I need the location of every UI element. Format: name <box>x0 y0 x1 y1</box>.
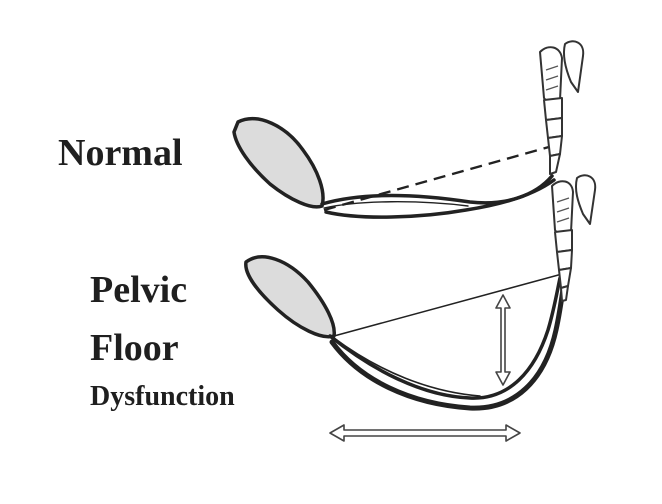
dysfunction-reference-line <box>333 273 563 337</box>
normal-muscle-inner <box>323 201 469 209</box>
normal-muscle-lower <box>324 178 556 219</box>
dysfunction-muscle-lower <box>329 279 567 411</box>
pubic-bone-icon <box>244 255 336 339</box>
coccyx-sacrum-icon <box>539 40 585 175</box>
label-dysfunction: Dysfunction <box>90 381 235 412</box>
normal-pelvic-floor: Normal <box>58 40 585 219</box>
label-normal: Normal <box>58 132 183 174</box>
coccyx-sacrum-icon <box>551 174 597 302</box>
dysfunction-muscle-upper <box>328 276 562 400</box>
pubic-bone-icon <box>232 117 325 209</box>
label-floor: Floor <box>90 327 179 369</box>
double-headed-arrow-icon <box>495 294 511 386</box>
double-headed-arrow-icon <box>329 424 521 442</box>
dysfunction-muscle-inner <box>333 337 481 397</box>
label-pelvic: Pelvic <box>90 269 187 311</box>
normal-reference-dashed-line <box>323 143 557 212</box>
dysfunction-pelvic-floor: Pelvic Floor Dysfunction <box>90 174 597 442</box>
